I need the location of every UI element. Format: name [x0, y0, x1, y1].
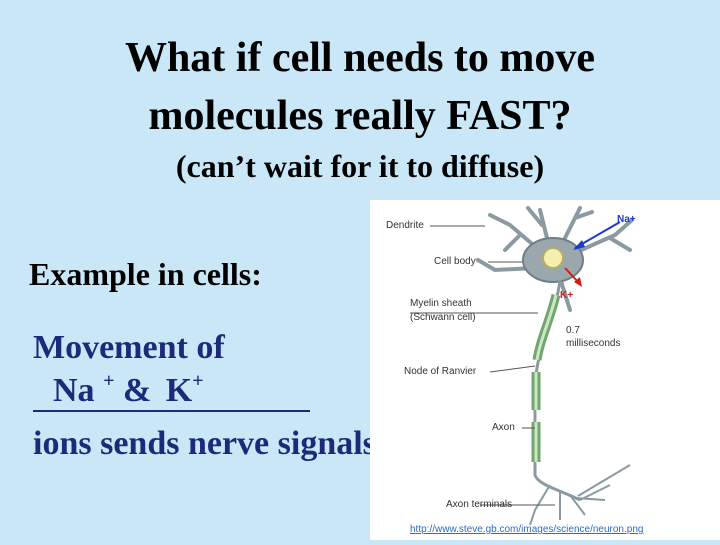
body-line-ions: Na + & K+	[33, 370, 204, 410]
axon-terminal-branches	[529, 464, 631, 526]
na-arrowhead	[573, 240, 585, 250]
ion-k-charge: +	[192, 370, 204, 392]
slide-title-line-2: molecules really FAST?	[148, 93, 572, 139]
label-myelin-line-2: (Schwann cell)	[410, 312, 476, 323]
example-label: Example in cells:	[29, 256, 262, 292]
ion-na-charge: +	[103, 370, 115, 392]
k-arrowhead	[574, 277, 582, 287]
label-cell-body: Cell body	[434, 256, 476, 267]
myelin-segments	[531, 293, 561, 462]
ion-ampersand: &	[122, 372, 152, 409]
ion-k: K	[165, 372, 193, 409]
leader-lines	[410, 225, 555, 506]
label-dendrite: Dendrite	[386, 220, 424, 231]
slide-subtitle: (can’t wait for it to diffuse)	[175, 148, 545, 184]
label-node-of-ranvier: Node of Ranvier	[404, 366, 477, 377]
body-line-signals: ions sends nerve signals	[33, 425, 376, 462]
nucleus	[542, 247, 564, 269]
neuron-illustration	[410, 206, 634, 526]
label-myelin-line-1: Myelin sheath	[410, 298, 472, 309]
source-link[interactable]: http://www.steve.gb.com/images/science/n…	[410, 524, 644, 535]
label-na-ion: Na+	[617, 214, 636, 225]
label-time-unit: milliseconds	[566, 338, 621, 349]
ion-na: Na	[53, 372, 95, 409]
axon-shaft	[533, 279, 581, 502]
myelin-highlight	[534, 294, 558, 462]
neuron-diagram: Dendrite Cell body Myelin sheath (Schwan…	[370, 200, 720, 540]
label-k-ion: K+	[560, 290, 574, 301]
label-time-value: 0.7	[566, 325, 580, 336]
slide-title-line-1: What if cell needs to move	[124, 35, 596, 81]
fill-in-blank-line	[33, 410, 310, 412]
label-axon: Axon	[492, 422, 515, 433]
body-line-movement: Movement of	[33, 329, 225, 366]
label-axon-terminals: Axon terminals	[446, 499, 513, 510]
